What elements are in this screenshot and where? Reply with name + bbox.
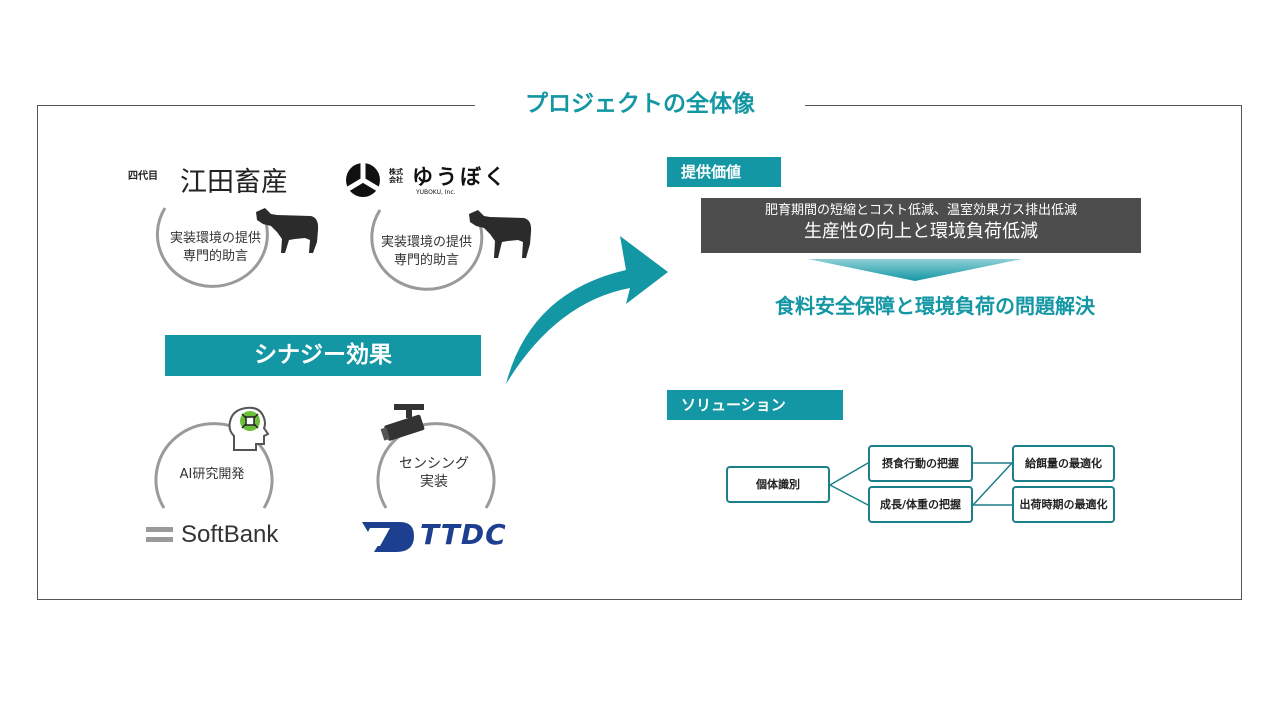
eda-role: 実装環境の提供 専門的助言 <box>153 230 278 266</box>
eda-circle <box>155 207 269 288</box>
yuboku-prefix: 株式 会社 <box>389 168 403 184</box>
ttdc-logo-icon <box>362 522 414 552</box>
softbank-bar-icon <box>146 537 173 542</box>
curved-arrow-icon <box>506 236 668 384</box>
value-box: 肥育期間の短縮とコスト低減、温室効果ガス排出低減 生産性の向上と環境負荷低減 <box>701 198 1141 253</box>
camera-icon <box>380 404 425 441</box>
yuboku-logo-sub: YUBOKU, Inc. <box>416 189 456 196</box>
yuboku-logo-icon <box>346 163 380 197</box>
softbank-role: AI研究開発 <box>179 467 245 482</box>
ttdc-role: センシング 実装 <box>374 455 494 491</box>
node-growth-weight: 成長/体重の把握 <box>868 486 973 523</box>
result-statement: 食料安全保障と環境負荷の問題解決 <box>775 294 1095 318</box>
softbank-bar-icon <box>146 527 173 532</box>
yuboku-prefix-top: 株式 <box>389 168 403 176</box>
cow-icon <box>469 210 532 258</box>
cow-icon <box>256 208 319 253</box>
node-feed-optimization: 給餌量の最適化 <box>1012 445 1115 482</box>
eda-logo-name: 江田畜産 <box>180 167 288 198</box>
ttdc-role-line2: 実装 <box>420 474 448 490</box>
node-feeding-behavior: 摂食行動の把握 <box>868 445 973 482</box>
eda-role-line2: 専門的助言 <box>182 249 248 264</box>
softbank-circle <box>154 422 274 509</box>
eda-prefix: 四代目 <box>128 171 158 182</box>
yuboku-logo-name: ゆうぼく <box>412 165 508 189</box>
yuboku-role: 実装環境の提供 専門的助言 <box>364 234 489 270</box>
yuboku-role-line2: 専門的助言 <box>393 253 459 268</box>
yuboku-role-line1: 実装環境の提供 <box>380 235 472 250</box>
yuboku-circle <box>370 209 484 291</box>
solution-connectors <box>829 462 1013 506</box>
value-line2: 生産性の向上と環境負荷低減 <box>804 221 1038 242</box>
synergy-banner: シナジー効果 <box>165 335 481 376</box>
page-title: プロジェクトの全体像 <box>475 86 805 122</box>
node-shipping-optimization: 出荷時期の最適化 <box>1012 486 1115 523</box>
down-triangle-icon <box>808 259 1022 281</box>
ttdc-role-line1: センシング <box>399 456 469 472</box>
ttdc-logo: TTDC <box>420 518 507 551</box>
yuboku-prefix-bottom: 会社 <box>389 176 403 184</box>
value-tag: 提供価値 <box>667 157 781 187</box>
ttdc-circle <box>376 422 496 509</box>
value-line1: 肥育期間の短縮とコスト低減、温室効果ガス排出低減 <box>764 203 1077 218</box>
eda-role-line1: 実装環境の提供 <box>169 231 261 246</box>
node-individual-identification: 個体識別 <box>726 466 830 503</box>
softbank-logo: SoftBank <box>181 521 279 548</box>
ai-brain-icon <box>228 406 270 451</box>
solution-tag: ソリューション <box>667 390 843 420</box>
